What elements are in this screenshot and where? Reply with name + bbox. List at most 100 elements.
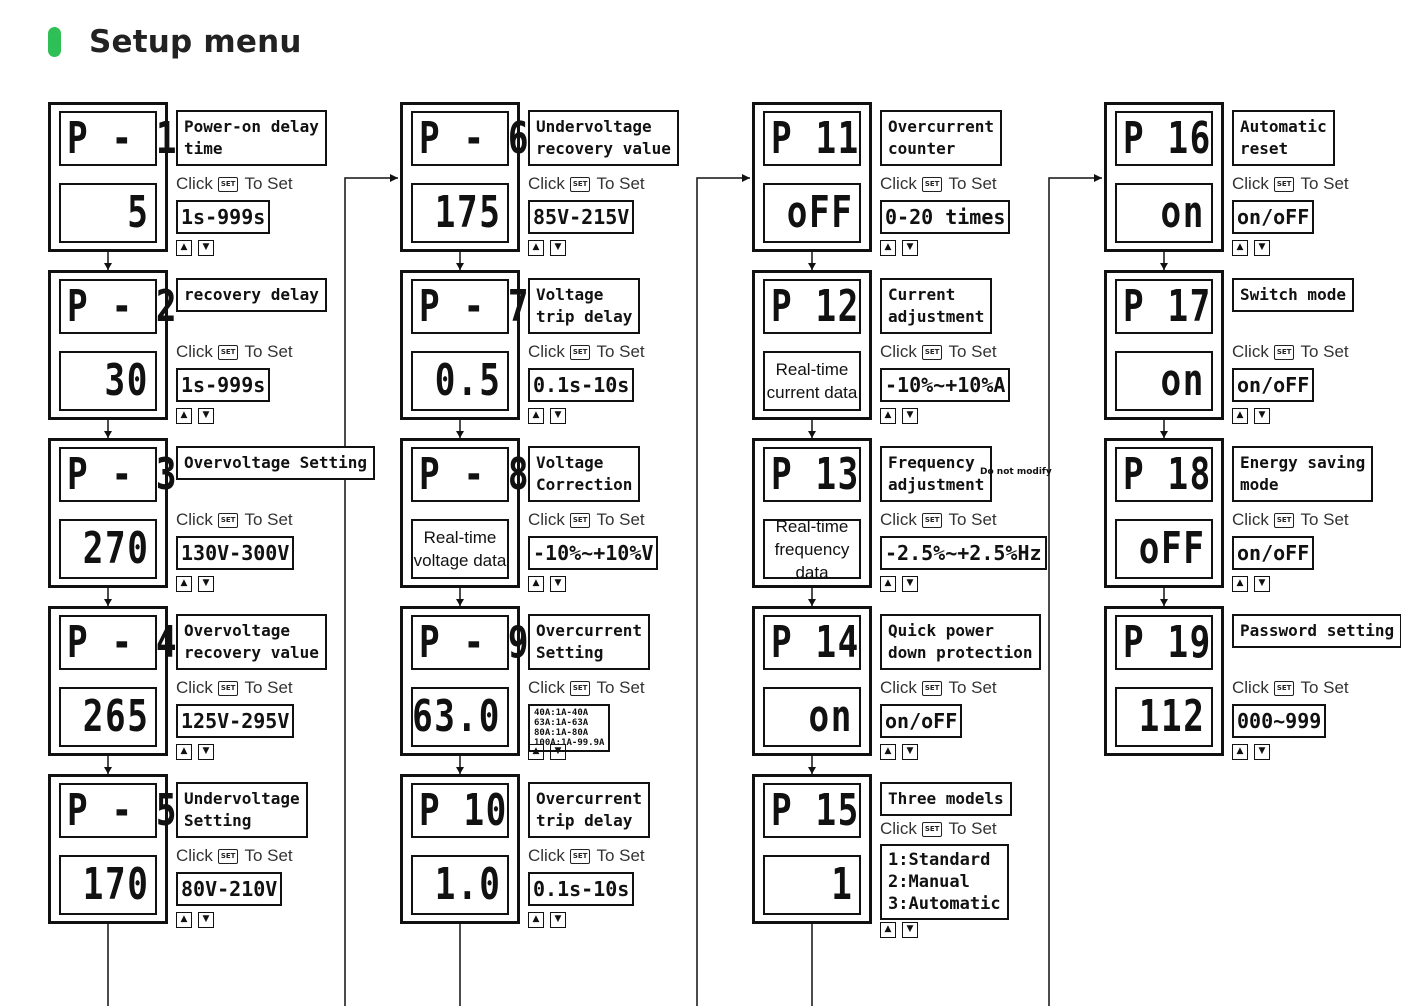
lcd-value-screen: 5 xyxy=(59,183,157,243)
arrow-down-icon[interactable]: ▼ xyxy=(550,744,566,760)
set-button-icon[interactable]: SET xyxy=(1273,344,1295,360)
lcd-value-screen: 270 xyxy=(59,519,157,579)
arrow-up-icon[interactable]: ▲ xyxy=(176,408,192,424)
arrow-down-icon[interactable]: ▼ xyxy=(198,576,214,592)
arrow-up-icon[interactable]: ▲ xyxy=(880,922,896,938)
set-button-icon[interactable]: SET xyxy=(217,512,239,528)
lcd-value-screen: oFF xyxy=(1115,519,1213,579)
arrow-up-icon[interactable]: ▲ xyxy=(176,744,192,760)
to-set-text: To Set xyxy=(1300,510,1349,529)
arrow-down-icon[interactable]: ▼ xyxy=(198,912,214,928)
set-button-icon[interactable]: SET xyxy=(1273,512,1295,528)
param-range: -2.5%~+2.5%Hz xyxy=(880,536,1047,570)
lcd-code-screen: P 13 xyxy=(763,447,861,502)
arrow-down-icon[interactable]: ▼ xyxy=(1254,240,1270,256)
param-label: Overvoltage recovery value xyxy=(176,614,327,670)
lcd-value-screen: on xyxy=(1115,351,1213,411)
arrow-up-icon[interactable]: ▲ xyxy=(1232,408,1248,424)
param-value: Real-time voltage data xyxy=(413,528,507,570)
arrow-up-icon[interactable]: ▲ xyxy=(528,408,544,424)
lcd-value-screen: 63.0 xyxy=(411,687,509,747)
arrow-down-icon[interactable]: ▼ xyxy=(902,922,918,938)
set-button-icon[interactable]: SET xyxy=(921,680,943,696)
param-value: on xyxy=(808,691,853,742)
lcd-value-screen: 170 xyxy=(59,855,157,915)
lcd-value-screen: on xyxy=(1115,183,1213,243)
param-code: P 16 xyxy=(1123,112,1212,164)
arrow-down-icon[interactable]: ▼ xyxy=(198,744,214,760)
param-range: 1s-999s xyxy=(176,200,271,234)
arrow-up-icon[interactable]: ▲ xyxy=(176,240,192,256)
adjust-arrows: ▲▼ xyxy=(528,744,566,760)
arrow-up-icon[interactable]: ▲ xyxy=(880,408,896,424)
set-button-icon[interactable]: SET xyxy=(569,680,591,696)
column-link xyxy=(459,924,461,1006)
arrow-head xyxy=(1160,599,1168,606)
param-range: 0.1s-10s xyxy=(528,368,635,402)
set-button-icon[interactable]: SET xyxy=(921,512,943,528)
param-code: P - 8 xyxy=(419,448,531,500)
param-value: 170 xyxy=(82,859,149,910)
param-label: Automatic reset xyxy=(1232,110,1335,166)
arrow-down-icon[interactable]: ▼ xyxy=(550,912,566,928)
set-button-icon[interactable]: SET xyxy=(1273,680,1295,696)
set-button-icon[interactable]: SET xyxy=(921,176,943,192)
arrow-up-icon[interactable]: ▲ xyxy=(528,744,544,760)
lcd-code-screen: P 15 xyxy=(763,783,861,838)
arrow-down-icon[interactable]: ▼ xyxy=(1254,408,1270,424)
arrow-head xyxy=(742,174,750,182)
arrow-up-icon[interactable]: ▲ xyxy=(1232,576,1248,592)
arrow-head xyxy=(808,767,816,774)
set-button-icon[interactable]: SET xyxy=(569,344,591,360)
lcd-code-screen: P 10 xyxy=(411,783,509,838)
arrow-down-icon[interactable]: ▼ xyxy=(1254,744,1270,760)
click-text: Click xyxy=(1232,678,1269,697)
lcd-code-screen: P 12 xyxy=(763,279,861,334)
set-button-icon[interactable]: SET xyxy=(217,680,239,696)
arrow-up-icon[interactable]: ▲ xyxy=(528,912,544,928)
param-label: Current adjustment xyxy=(880,278,993,334)
set-button-icon[interactable]: SET xyxy=(1273,176,1295,192)
arrow-down-icon[interactable]: ▼ xyxy=(902,576,918,592)
set-button-icon[interactable]: SET xyxy=(569,176,591,192)
set-button-icon[interactable]: SET xyxy=(569,848,591,864)
arrow-down-icon[interactable]: ▼ xyxy=(198,240,214,256)
to-set-text: To Set xyxy=(1300,678,1349,697)
arrow-up-icon[interactable]: ▲ xyxy=(176,912,192,928)
arrow-up-icon[interactable]: ▲ xyxy=(528,576,544,592)
click-text: Click xyxy=(880,678,917,697)
arrow-down-icon[interactable]: ▼ xyxy=(902,744,918,760)
arrow-down-icon[interactable]: ▼ xyxy=(550,240,566,256)
set-button-icon[interactable]: SET xyxy=(217,848,239,864)
arrow-down-icon[interactable]: ▼ xyxy=(1254,576,1270,592)
set-button-icon[interactable]: SET xyxy=(217,344,239,360)
param-range: -10%~+10%A xyxy=(880,368,1011,402)
adjust-arrows: ▲▼ xyxy=(176,912,214,928)
arrow-up-icon[interactable]: ▲ xyxy=(176,576,192,592)
arrow-down-icon[interactable]: ▼ xyxy=(902,240,918,256)
arrow-down-icon[interactable]: ▼ xyxy=(550,408,566,424)
arrow-down-icon[interactable]: ▼ xyxy=(550,576,566,592)
arrow-down-icon[interactable]: ▼ xyxy=(198,408,214,424)
arrow-up-icon[interactable]: ▲ xyxy=(528,240,544,256)
param-value: 1 xyxy=(830,859,853,910)
set-button-icon[interactable]: SET xyxy=(569,512,591,528)
arrow-down-icon[interactable]: ▼ xyxy=(902,408,918,424)
click-text: Click xyxy=(528,174,565,193)
set-button-icon[interactable]: SET xyxy=(921,344,943,360)
arrow-up-icon[interactable]: ▲ xyxy=(1232,240,1248,256)
arrow-up-icon[interactable]: ▲ xyxy=(880,576,896,592)
set-button-icon[interactable]: SET xyxy=(921,821,943,837)
set-button-icon[interactable]: SET xyxy=(217,176,239,192)
arrow-up-icon[interactable]: ▲ xyxy=(880,240,896,256)
arrow-up-icon[interactable]: ▲ xyxy=(880,744,896,760)
arrow-up-icon[interactable]: ▲ xyxy=(1232,744,1248,760)
